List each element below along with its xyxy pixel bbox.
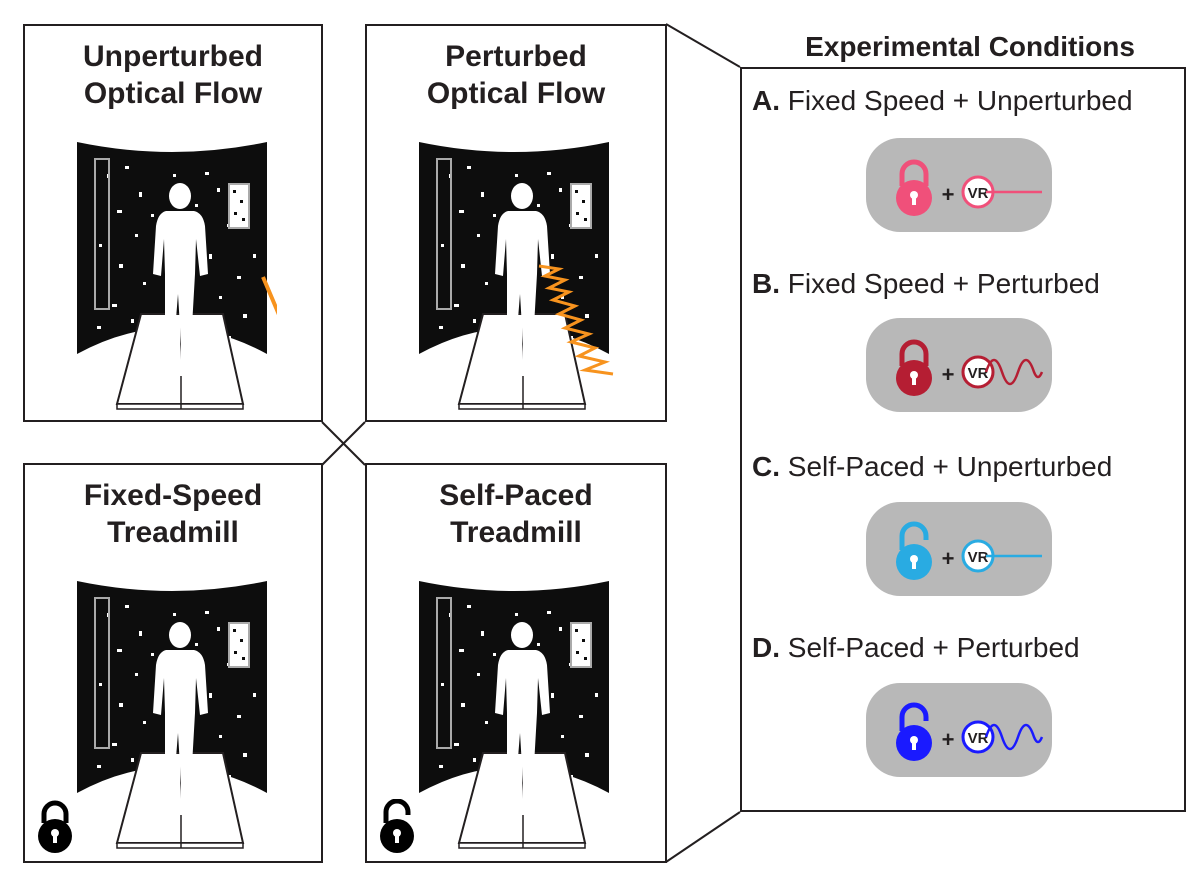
vr-walking-scene xyxy=(419,141,614,410)
panel-self-paced-treadmill: Self-Paced Treadmill xyxy=(365,463,667,863)
perturbed-flow-line xyxy=(538,264,614,376)
plus-sign: + xyxy=(942,182,955,207)
vr-walking-scene xyxy=(77,141,277,410)
vr-label: VR xyxy=(968,365,989,382)
vr-circle-icon xyxy=(961,720,995,754)
plus-sign: + xyxy=(942,727,955,752)
vr-walking-scene xyxy=(77,580,268,849)
vr-label: VR xyxy=(968,185,989,202)
panel-title: Self-Paced Treadmill xyxy=(439,479,593,549)
condition-letter: C. xyxy=(752,451,780,482)
condition-label: A. Fixed Speed + Unperturbed xyxy=(752,84,1133,118)
plus-sign: + xyxy=(942,362,955,387)
vr-walking-scene xyxy=(419,580,610,849)
locked-padlock-icon xyxy=(896,159,932,216)
unlocked-padlock-icon xyxy=(896,702,932,761)
condition-icon-pill: + VR xyxy=(866,502,1052,596)
unperturbed-flow-line xyxy=(261,276,277,316)
unlocked-padlock-icon xyxy=(380,799,414,853)
condition-label: B. Fixed Speed + Perturbed xyxy=(752,267,1100,301)
condition-text: Self-Paced + Perturbed xyxy=(780,632,1080,663)
condition-letter: B. xyxy=(752,268,780,299)
panel-unperturbed-optical-flow: Unperturbed Optical Flow xyxy=(23,24,323,422)
unlocked-padlock-icon xyxy=(896,521,932,580)
condition-letter: A. xyxy=(752,85,780,116)
plus-sign: + xyxy=(942,546,955,571)
condition-icon-pill: + VR xyxy=(866,683,1052,777)
conditions-header: Experimental Conditions xyxy=(805,31,1135,62)
condition-text: Self-Paced + Unperturbed xyxy=(780,451,1113,482)
condition-text: Fixed Speed + Unperturbed xyxy=(780,85,1133,116)
locked-padlock-icon xyxy=(896,339,932,396)
condition-text: Fixed Speed + Perturbed xyxy=(780,268,1100,299)
vr-label: VR xyxy=(968,730,989,747)
vr-label: VR xyxy=(968,549,989,566)
wave-signal-line xyxy=(984,723,1044,751)
wave-signal-line xyxy=(984,358,1044,386)
condition-icon-pill: + VR xyxy=(866,138,1052,232)
condition-label: C. Self-Paced + Unperturbed xyxy=(752,450,1112,484)
panel-title: Unperturbed Optical Flow xyxy=(83,40,263,110)
condition-label: D. Self-Paced + Perturbed xyxy=(752,631,1080,665)
vr-circle-icon xyxy=(961,355,995,389)
panel-perturbed-optical-flow: Perturbed Optical Flow xyxy=(365,24,667,422)
locked-padlock-icon xyxy=(38,800,72,853)
panel-title: Perturbed Optical Flow xyxy=(426,40,606,110)
panel-fixed-speed-treadmill: Fixed-Speed Treadmill xyxy=(23,463,323,863)
panel-title: Fixed-Speed Treadmill xyxy=(83,479,263,549)
condition-icon-pill: + VR xyxy=(866,318,1052,412)
condition-letter: D. xyxy=(752,632,780,663)
